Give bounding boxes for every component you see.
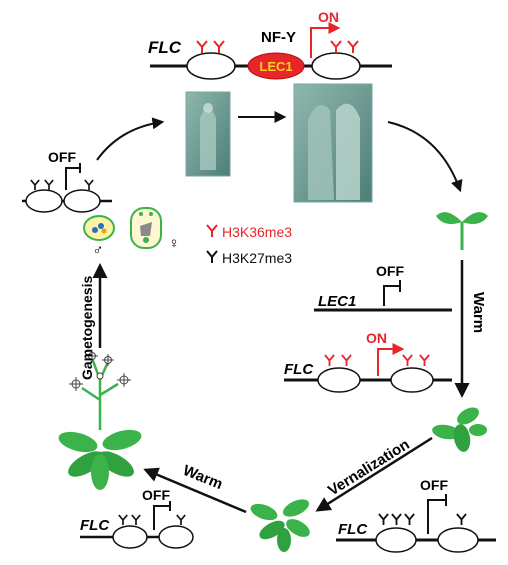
lec1-locus: LEC1 OFF [314,263,452,312]
legend: H3K36me3 H3K27me3 [206,224,292,266]
h3k27-mark-icon [131,514,141,526]
flc-gene-label: FLC [284,361,314,378]
flc-gene-label: FLC [80,517,110,534]
lec1-activator-icon [247,52,305,80]
h3k36-mark-icon [347,40,359,54]
bottom-right-flc-locus: FLC OFF [336,477,496,553]
rosette-plant-icon [432,407,487,452]
h3k27-mark-icon [378,513,389,526]
h3k36-mark-icon [213,40,225,54]
vernalization-arrow [315,436,433,512]
right-flc-locus: FLC ON [284,330,452,393]
flowering-plant-icon [58,350,142,490]
h3k27-mark-icon [206,250,218,264]
flc-gene-label: FLC [338,521,368,538]
h3k36-mark-icon [402,354,413,367]
nucleosome [186,52,236,80]
repressed-tss-icon [65,163,81,190]
embryo-image-small [185,91,231,177]
repressed-tss-icon [153,501,171,530]
lec1-gene-label: LEC1 [318,293,356,310]
state-on-label: ON [366,330,387,346]
h3k27-mark-icon [84,179,94,191]
state-off-label: OFF [48,149,76,165]
left-locus: OFF [22,149,112,213]
h3k36-mark-icon [341,354,352,367]
seedling-icon [436,212,488,250]
vernalization-label: Vernalization [325,436,412,499]
state-on-label: ON [318,9,339,25]
h3k36-mark-icon [206,224,218,238]
top-gene-label: FLC [148,38,182,57]
h3k27-mark-icon [456,513,467,526]
gametes: ♂ ♀ [83,207,180,259]
warm-arrow [143,467,247,514]
repressed-tss-icon [383,280,401,306]
bottom-left-flc-locus: FLC OFF [80,487,194,549]
state-off-label: OFF [420,477,448,493]
state-off-label: OFF [142,487,170,503]
male-symbol: ♂ [92,242,103,259]
nf-y-label: NF-Y [261,29,296,46]
top-flc-locus: FLC NF-Y LEC1 ON [148,9,392,80]
legend-h3k27-label: H3K27me3 [222,250,292,266]
state-off-label: OFF [376,263,404,279]
h3k36-mark-icon [330,40,342,54]
h3k36-mark-icon [419,354,430,367]
activator-label: LEC1 [259,59,292,74]
tss-arrow-icon [377,343,405,376]
h3k36-mark-icon [196,40,208,54]
h3k36-mark-icon [324,354,335,367]
legend-h3k36-label: H3K36me3 [222,224,292,240]
h3k27-mark-icon [391,513,402,526]
gametogenesis-label: Gametogenesis [79,276,95,380]
rosette-plant-icon [250,499,310,552]
embryo-image-large [293,83,373,203]
cycle-arrow [96,117,165,161]
female-symbol: ♀ [168,235,179,252]
h3k27-mark-icon [44,179,54,191]
h3k27-mark-icon [176,514,186,526]
cycle-arrow [387,121,463,193]
tss-arrow-icon [310,22,341,58]
h3k27-mark-icon [404,513,415,526]
warm-label-right: Warm [470,292,487,333]
h3k27-mark-icon [118,514,128,526]
repressed-tss-icon [427,494,447,534]
h3k27-mark-icon [30,179,40,191]
nucleosome [311,52,361,80]
